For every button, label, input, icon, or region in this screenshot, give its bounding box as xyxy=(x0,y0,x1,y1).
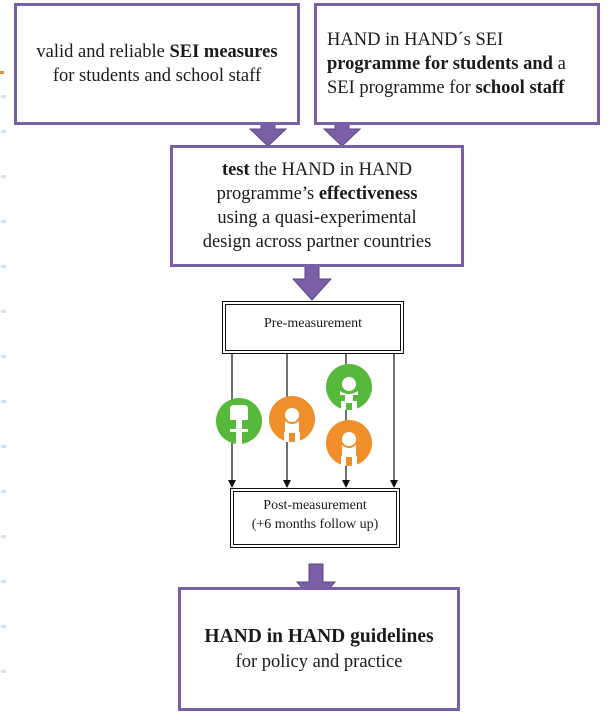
effectiveness-keyword: effectiveness xyxy=(318,183,418,204)
post-measurement-box: Post-measurement (+6 months follow up) xyxy=(230,488,400,548)
guidelines-subtitle: for policy and practice xyxy=(235,651,403,672)
left-edge-decoration xyxy=(0,0,7,720)
sei-measures-line-1: valid and reliable SEI measures xyxy=(36,41,278,62)
orange-person-icon xyxy=(326,420,372,466)
test-line-2: programme’s effectiveness xyxy=(216,183,418,204)
school-staff-keyword: school staff xyxy=(475,78,565,99)
orange-accent-mark xyxy=(0,71,4,74)
programme-box: HAND in HAND´s SEI programme for student… xyxy=(314,3,600,125)
test-keyword: test xyxy=(221,159,250,180)
post-measurement-followup: (+6 months follow up) xyxy=(251,516,379,532)
sei-measures-box: valid and reliable SEI measures for stud… xyxy=(14,3,300,125)
programme-line-2: programme for students and a xyxy=(327,53,566,74)
test-line-1: test the HAND in HAND xyxy=(221,159,413,180)
arrow-test-to-pre xyxy=(291,261,333,301)
guidelines-box: HAND in HAND guidelines for policy and p… xyxy=(178,587,460,711)
test-line-3: using a quasi-experimental xyxy=(217,208,417,228)
pre-measurement-label: Pre-measurement xyxy=(264,316,362,331)
test-line-4: design across partner countries xyxy=(202,232,432,253)
pre-measurement-box: Pre-measurement xyxy=(222,301,404,354)
programme-keyword: programme for students and xyxy=(327,53,553,74)
green-person-icon xyxy=(326,364,372,410)
programme-line-1: HAND in HAND´s SEI xyxy=(327,29,504,50)
orange-person-icon xyxy=(269,396,315,442)
guidelines-title: HAND in HAND guidelines xyxy=(204,626,434,648)
programme-line-3: SEI programme for school staff xyxy=(327,78,565,99)
green-person-icon xyxy=(216,398,262,445)
sei-measures-line-2: for students and school staff xyxy=(52,66,262,86)
test-effectiveness-box: test the HAND in HAND programme’s effect… xyxy=(170,145,464,267)
sei-measures-keyword: SEI measures xyxy=(169,41,278,62)
post-measurement-label: Post-measurement xyxy=(263,498,367,513)
